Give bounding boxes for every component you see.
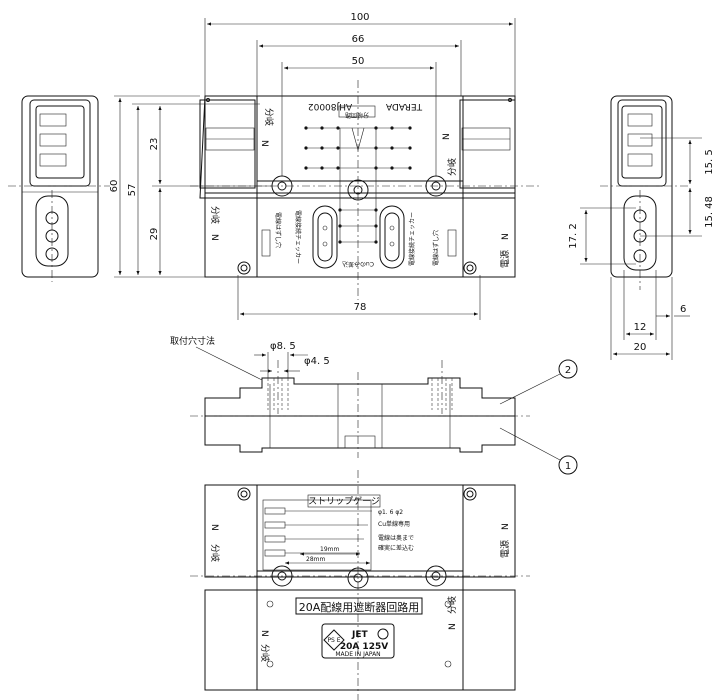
insert-note-2: 確実に差込む (378, 544, 414, 552)
callout-1: 1 (565, 461, 571, 472)
dim-23: 23 (149, 138, 160, 151)
dim-6: 6 (680, 304, 686, 315)
wire-size-label: φ1. 6 φ2 (378, 509, 403, 516)
dim-15-5: 15. 5 (704, 149, 715, 174)
n-label-bl: N (209, 524, 219, 531)
branch-label-tl: 分岐 (263, 108, 275, 126)
rating-value: 20A 125V (340, 642, 388, 652)
pse-mark: PS E (323, 629, 345, 651)
dim-15-48: 15. 48 (704, 196, 715, 228)
dim-57: 57 (127, 184, 138, 197)
checker-left: 電線接続チェッカー (294, 210, 302, 264)
right-side-view: 15. 5 15. 48 17. 2 12 6 20 (568, 95, 715, 360)
top-view: AHJ80002 TERADA 分岐回路 分岐 N N 分岐 分岐 N N 電源… (190, 80, 540, 300)
callout-2: 2 (565, 365, 571, 376)
dim-100: 100 (350, 12, 369, 23)
release-hole-left: 電線はずし穴 (274, 212, 282, 248)
dim-phi-8-5: φ8. 5 (270, 341, 296, 352)
top-dimensions: 100 66 50 60 57 23 29 78 (109, 12, 516, 320)
power-label-mr: 電源 (500, 250, 511, 268)
dim-17-2: 17. 2 (568, 223, 579, 248)
dim-66: 66 (352, 34, 365, 45)
branch-label-bl2: 分岐 (259, 644, 271, 662)
svg-text:PS E: PS E (327, 637, 340, 644)
n-label-mr: N (501, 233, 511, 240)
cu-single-label: Cu単線専用 (378, 520, 410, 528)
insert-note-1: 電線は奥まで (378, 534, 414, 542)
n-label-br: N (501, 523, 511, 530)
dim-29: 29 (149, 228, 160, 241)
n-label-tl: N (259, 140, 269, 147)
mounting-hole-label: 取付穴寸法 (170, 335, 215, 347)
gauge-28mm: 28mm (306, 556, 325, 563)
rating-title: 20A配線用遮断器回路用 (299, 600, 420, 614)
jet-mark: JET (351, 630, 368, 640)
bottom-view: 19mm 28mm ストリップゲージ φ1. 6 φ2 Cu単線専用 電線は奥ま… (190, 470, 530, 700)
n-label-bl2: N (259, 630, 269, 637)
strip-gauge-title: ストリップゲージ (308, 495, 380, 507)
n-label-ml: N (209, 234, 219, 241)
dim-60: 60 (109, 180, 120, 193)
maker-label: TERADA (385, 101, 423, 111)
dim-phi-4-5: φ4. 5 (304, 356, 330, 367)
branch-label-ml: 分岐 (209, 206, 221, 224)
branch-label-tr: 分岐 (446, 158, 458, 176)
front-view: φ8. 5 φ4. 5 取付穴寸法 2 1 (170, 335, 578, 475)
left-side-view (8, 95, 110, 282)
branch-label-br2: 分岐 (446, 596, 458, 614)
model-label: AHJ80002 (308, 101, 352, 111)
gauge-19mm: 19mm (320, 546, 339, 553)
power-label-br: 電源 (500, 540, 511, 558)
branch-circuit-badge: 分岐回路 (345, 111, 369, 119)
dim-78: 78 (354, 302, 367, 313)
n-label-br2: N (448, 623, 458, 630)
dim-20: 20 (634, 342, 647, 353)
checker-right: 電線接続チェッカー (408, 212, 416, 266)
branch-label-bl: 分岐 (209, 544, 221, 562)
n-label-tr: N (442, 133, 452, 140)
release-hole-right: 電線はずし穴 (432, 230, 440, 266)
dim-12: 12 (634, 322, 647, 333)
dim-50: 50 (352, 56, 365, 67)
made-in-japan: MADE IN JAPAN (335, 651, 380, 658)
